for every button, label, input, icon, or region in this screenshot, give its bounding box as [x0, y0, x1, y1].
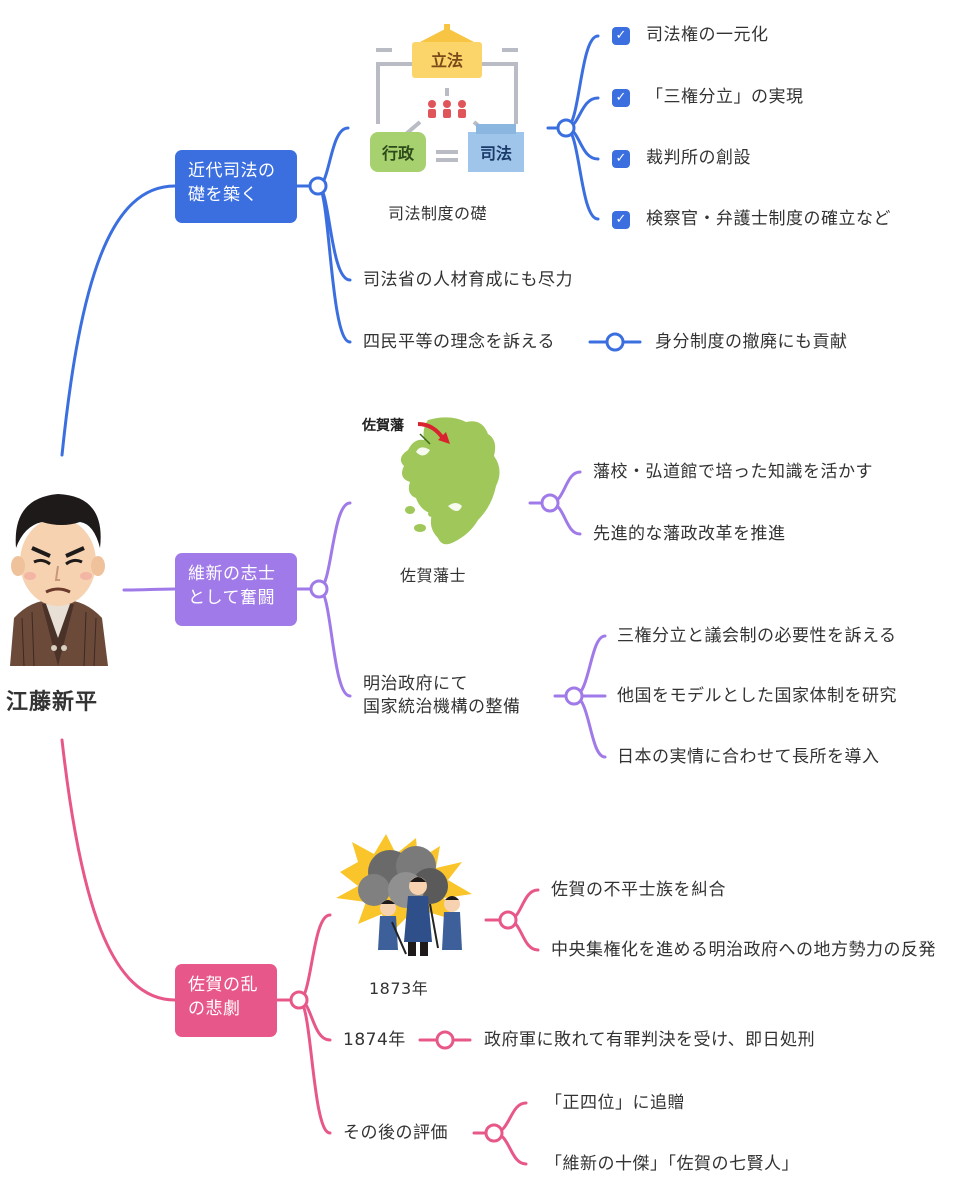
- separation-of-powers-diagram: 立法 行政 司法: [370, 24, 524, 172]
- branch-restoration-activist[interactable]: 維新の志士 として奮闘: [175, 553, 297, 626]
- branch-label-line2: 礎を築く: [188, 185, 258, 205]
- check-item-1: 司法権の一元化: [646, 25, 769, 45]
- executive-label: 行政: [381, 144, 415, 163]
- hub-item3: [605, 332, 625, 352]
- hub-branch1: [308, 176, 328, 196]
- judicial-label: 司法: [480, 144, 512, 163]
- node-posthumous-rank[interactable]: 「正四位」に追贈: [545, 1093, 685, 1113]
- hub-battle: [498, 910, 518, 930]
- node-domain-reform[interactable]: 先進的な藩政改革を推進: [593, 524, 786, 544]
- node-rally-samurai[interactable]: 佐賀の不平士族を糾合: [551, 880, 726, 900]
- kyushu-map-icon: 佐賀藩: [361, 417, 500, 545]
- check-item-2: 「三権分立」の実現: [646, 87, 804, 107]
- legislative-label: 立法: [431, 51, 463, 70]
- checkbox-icon[interactable]: ✓: [612, 89, 630, 107]
- link-root-branch1: [60, 184, 177, 457]
- image-caption-year-1873: 1873年: [369, 979, 429, 998]
- branch-saga-rebellion[interactable]: 佐賀の乱 の悲劇: [175, 964, 277, 1037]
- image-caption-judiciary: 司法制度の礎: [388, 204, 488, 223]
- node-later-evaluation[interactable]: その後の評価: [343, 1123, 448, 1143]
- image-caption-saga-samurai: 佐賀藩士: [400, 566, 467, 585]
- node-regional-opposition[interactable]: 中央集権化を進める明治政府への地方勢力の反発: [551, 940, 936, 960]
- hub-branch2: [309, 579, 329, 599]
- hub-1874: [435, 1030, 455, 1050]
- node-equality[interactable]: 四民平等の理念を訴える: [363, 332, 555, 352]
- node-parliament[interactable]: 三権分立と議会制の必要性を訴える: [617, 626, 897, 646]
- branch-label-line2: として奮闘: [188, 588, 275, 608]
- node-execution[interactable]: 政府軍に敗れて有罪判決を受け、即日処刑: [484, 1030, 816, 1050]
- root-title: 江藤新平: [6, 690, 99, 715]
- checkbox-icon[interactable]: ✓: [612, 211, 630, 229]
- node-foreign-models[interactable]: 他国をモデルとした国家体制を研究: [617, 686, 897, 706]
- node-koudoukan[interactable]: 藩校・弘道館で培った知識を活かす: [593, 462, 873, 482]
- node-ten-heroes[interactable]: 「維新の十傑」「佐賀の七賢人」: [545, 1154, 799, 1174]
- branch-modern-judiciary[interactable]: 近代司法の 礎を築く: [175, 150, 297, 223]
- node-ministry-training[interactable]: 司法省の人材育成にも尽力: [363, 270, 573, 290]
- hub-meiji: [564, 686, 584, 706]
- hub-checks: [556, 118, 576, 138]
- samurai-portrait-icon: [10, 494, 108, 666]
- branch-label-line1: 近代司法の: [188, 161, 276, 181]
- hub-branch3: [289, 990, 309, 1010]
- branch-label-line2: の悲劇: [188, 999, 241, 1019]
- branch-label-line1: 佐賀の乱: [188, 975, 258, 995]
- node-meiji-government[interactable]: 明治政府にて 国家統治機構の整備: [363, 673, 521, 719]
- check-item-3: 裁判所の創設: [646, 148, 751, 168]
- hub-map: [540, 493, 560, 513]
- node-line1: 明治政府にて: [363, 674, 468, 694]
- check-item-4: 検察官・弁護士制度の確立など: [646, 209, 891, 229]
- checkbox-icon[interactable]: ✓: [612, 150, 630, 168]
- node-adopt-strengths[interactable]: 日本の実情に合わせて長所を導入: [617, 747, 880, 767]
- node-line2: 国家統治機構の整備: [363, 697, 521, 717]
- map-label-saga: 佐賀藩: [361, 417, 405, 434]
- link-root-branch2: [122, 587, 177, 592]
- node-year-1874[interactable]: 1874年: [343, 1030, 406, 1050]
- hub-eval: [484, 1123, 504, 1143]
- rebellion-battle-icon: [336, 834, 472, 956]
- node-abolish-class[interactable]: 身分制度の撤廃にも貢献: [655, 332, 848, 352]
- link-root-branch3: [60, 738, 177, 1002]
- branch-label-line1: 維新の志士: [188, 564, 276, 584]
- checkbox-icon[interactable]: ✓: [612, 27, 630, 45]
